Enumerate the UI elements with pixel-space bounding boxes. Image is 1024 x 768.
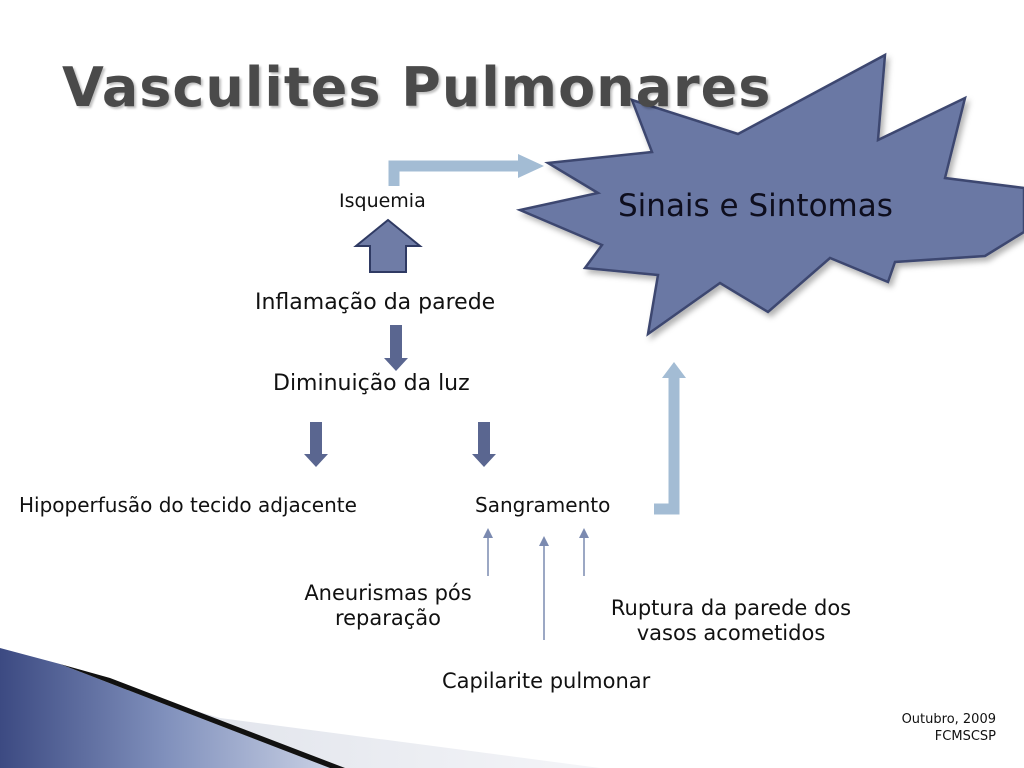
node-sangramento: Sangramento [475, 493, 611, 517]
starburst-shape [515, 52, 1024, 337]
arrowhead-isquemia-to-sinais [518, 154, 544, 178]
arrow-down-to-diminuicao [384, 325, 408, 371]
arrow-up-to-isquemia [353, 218, 423, 273]
node-hipoperfusao: Hipoperfusão do tecido adjacente [19, 493, 357, 517]
node-aneurismas-line1: Aneurismas pós [304, 581, 472, 605]
slide-title: Vasculites Pulmonares [62, 56, 772, 119]
arrow-sangramento-to-sinais [654, 376, 680, 515]
node-ruptura-line1: Ruptura da parede dos [610, 596, 852, 620]
arrow-down-to-sangramento [472, 422, 496, 467]
footer-institution: FCMSCSP [934, 728, 996, 744]
arrowhead-sangramento-to-sinais [662, 362, 686, 378]
decorative-swoosh [0, 648, 600, 768]
node-ruptura-line2: vasos acometidos [636, 621, 826, 646]
arrow-isquemia-to-sinais [388, 160, 520, 186]
arrow-capilarite-to-sangramento [539, 536, 549, 640]
footer: Outubro, 2009 FCMSCSP [902, 712, 996, 746]
node-capilarite: Capilarite pulmonar [442, 669, 651, 693]
node-ruptura: Ruptura da parede dos vasos acometidos [611, 596, 851, 646]
node-isquemia: Isquemia [339, 190, 426, 212]
node-inflamacao: Inflamação da parede [255, 290, 496, 315]
arrow-down-to-hipoperfusao [304, 422, 328, 467]
node-aneurismas-line2: reparação [334, 606, 442, 631]
arrow-aneurismas-to-sangramento [483, 528, 493, 576]
starburst-label: Sinais e Sintomas [618, 188, 893, 224]
arrow-ruptura-to-sangramento [579, 528, 589, 576]
node-aneurismas: Aneurismas pós reparação [304, 581, 471, 631]
node-diminuicao: Diminuição da luz [273, 371, 470, 396]
footer-date: Outubro, 2009 [901, 712, 996, 727]
